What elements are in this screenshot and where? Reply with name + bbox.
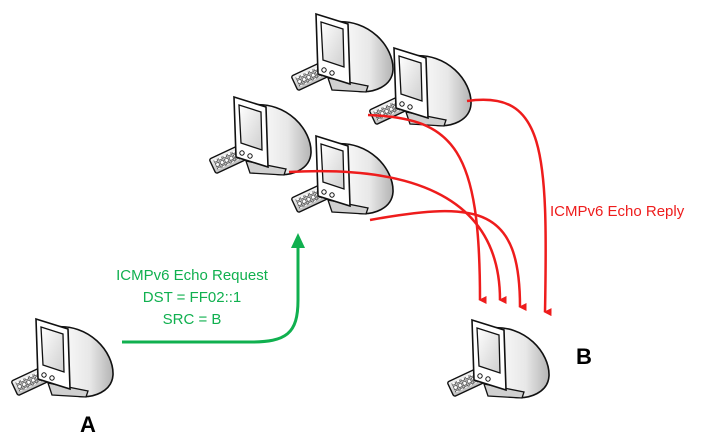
request-label-line3: SRC = B	[163, 311, 222, 328]
reply-arrow	[369, 209, 527, 311]
target-label: B	[576, 344, 592, 369]
computer-icon	[290, 13, 394, 93]
reply-label: ICMPv6 Echo Reply	[550, 203, 685, 220]
request-label-line1: ICMPv6 Echo Request	[116, 267, 269, 284]
sender-computer-icon	[10, 318, 114, 398]
reply-arrow	[288, 169, 507, 304]
target-computer-icon	[446, 319, 550, 399]
request-arrowhead	[291, 233, 305, 248]
reply-arrow	[466, 98, 552, 317]
sender-label: A	[80, 412, 96, 435]
request-arrow	[122, 248, 300, 344]
computer-icon	[208, 96, 312, 176]
reply-arrow	[367, 113, 487, 304]
request-label-line2: DST = FF02::1	[143, 289, 242, 306]
